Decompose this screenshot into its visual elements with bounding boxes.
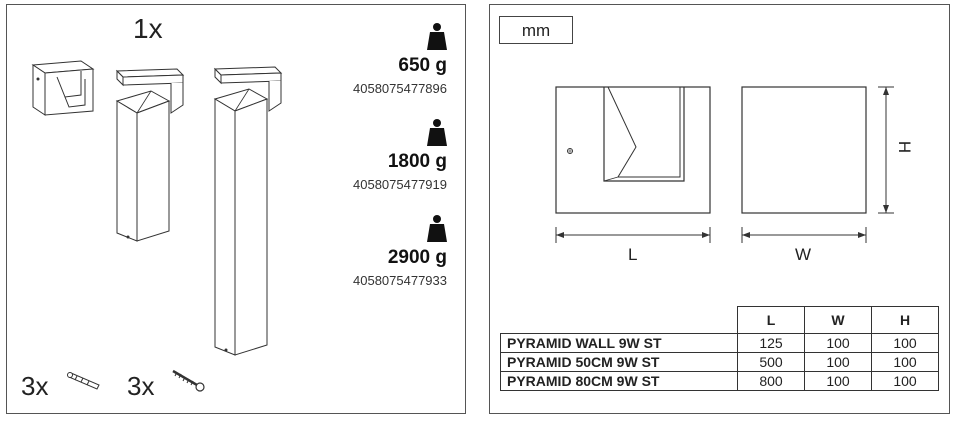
weight-icon [427,23,447,50]
table-header-w: W [804,306,872,334]
package-contents-panel: 1x 650 g 4058075477896 [6,4,466,414]
ean-wall: 4058075477896 [353,81,447,96]
height-dimension-line [878,86,894,214]
height-value: 100 [871,333,939,353]
height-value: 100 [871,371,939,391]
main-quantity: 1x [133,13,163,44]
weight-value-wall: 650 g [398,55,447,76]
wall-plug-icon [67,372,100,390]
width-value: 100 [804,371,872,391]
ean-80cm: 4058075477933 [353,273,447,288]
weight-icon [427,119,447,146]
table-header-h: H [871,306,939,334]
bollard-80cm-illustration [213,66,283,356]
width-value: 100 [804,352,872,372]
height-label: H [895,140,915,154]
table-header-blank [501,307,738,334]
product-name: PYRAMID WALL 9W ST [500,333,738,353]
table-row: PYRAMID 50CM 9W ST 500 100 100 [500,352,939,372]
height-value: 100 [871,352,939,372]
table-header-row: L W H [501,306,939,334]
screw-quantity: 3x [127,371,155,401]
width-label: W [795,245,812,264]
bollard-50cm-illustration [115,68,185,242]
table-row: PYRAMID 80CM 9W ST 800 100 100 [500,371,939,391]
width-value: 100 [804,333,872,353]
length-value: 125 [737,333,805,353]
length-value: 500 [737,352,805,372]
length-dimension-line [555,227,711,243]
length-label: L [628,245,638,264]
unit-label: mm [499,16,573,44]
product-name: PYRAMID 50CM 9W ST [500,352,738,372]
width-dimension-line [741,227,867,243]
screw-icon [172,369,205,392]
weight-value-50cm: 1800 g [387,151,447,172]
wall-plug-quantity: 3x [21,371,49,401]
table-row: PYRAMID WALL 9W ST 125 100 100 [500,333,939,353]
front-view-drawing [555,86,711,214]
dimensions-panel: mm L W H L W H PYRAMID WAL [489,4,950,414]
ean-50cm: 4058075477919 [353,177,447,192]
side-view-drawing [741,86,867,214]
product-name: PYRAMID 80CM 9W ST [500,371,738,391]
length-value: 800 [737,371,805,391]
table-header-l: L [737,306,805,334]
dimensions-table: L W H PYRAMID WALL 9W ST 125 100 100 PYR… [500,306,939,391]
wall-luminaire-illustration [31,60,95,116]
weight-value-80cm: 2900 g [387,247,447,268]
weight-icon [427,215,447,242]
